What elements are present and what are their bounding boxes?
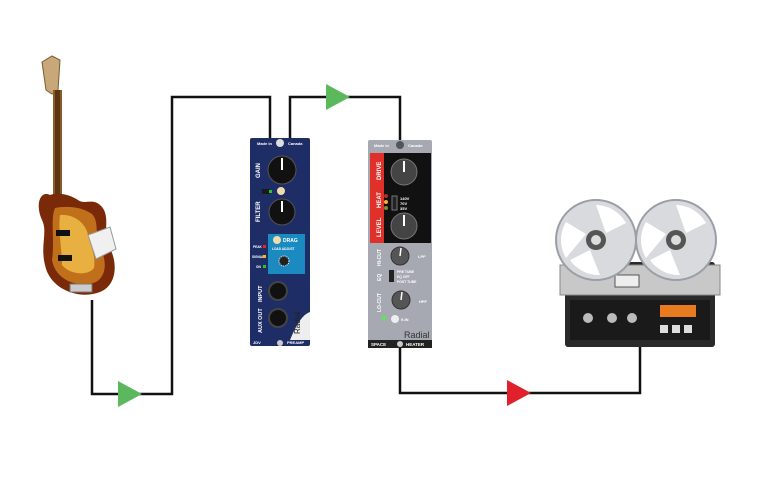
hpf-label: HPF	[419, 299, 428, 304]
red-arrow-icon	[507, 380, 531, 406]
radial-logo: Radial	[293, 311, 302, 334]
model-name-right: HEATER	[406, 342, 425, 347]
35v-label: 35V	[400, 206, 407, 211]
wire-bass-to-preamp	[90, 95, 272, 396]
model-name-right: PREAMP	[287, 340, 304, 345]
on-label: ON	[256, 265, 261, 269]
pre-tube-label: PRE TUBE	[397, 270, 415, 274]
load-adjust-label: LOAD ADJUST	[272, 247, 295, 251]
made-in-label: Made in	[374, 143, 389, 148]
green-arrow-icon	[118, 381, 142, 407]
heat-label: HEAT	[377, 192, 383, 208]
filter-label: FILTER	[256, 201, 262, 222]
70v-label: 70V	[400, 201, 407, 206]
load-adjust-knob[interactable]	[278, 255, 290, 267]
140v-label: 140V	[400, 196, 410, 201]
signal-label: SIGNAL	[252, 255, 264, 259]
in-button[interactable]	[391, 315, 399, 323]
drag-label: DRAG	[283, 238, 298, 244]
canada-label: Canada	[408, 143, 423, 148]
eq-switch[interactable]	[389, 270, 394, 282]
bass-guitar-icon	[38, 55, 117, 295]
reel-to-reel-tape-machine-icon	[555, 199, 721, 347]
hi-cut-label: HI-CUT	[377, 249, 383, 266]
hi-cut-knob[interactable]	[390, 246, 410, 266]
wire-heater-to-tape	[398, 345, 642, 395]
green-arrow-icon	[326, 84, 350, 110]
drag-button[interactable]	[273, 236, 281, 244]
wire-preamp-to-heater	[288, 95, 402, 142]
left-reel	[555, 199, 637, 281]
jdv-preamp-module: Made in Canada GAIN FILTER DRAG LOAD ADJ…	[250, 138, 310, 346]
lpf-label: LPF	[418, 254, 426, 259]
space-heater-module: Made in Canada DRIVE HEAT LEVEL 140V 70V…	[368, 140, 432, 348]
post-tube-label: POST TUBE	[397, 280, 417, 284]
aux-out-label: AUX OUT	[258, 308, 264, 333]
in-label: 9-IN	[401, 317, 409, 322]
input-jack[interactable]	[268, 281, 288, 301]
level-label: LEVEL	[377, 217, 383, 237]
model-name-left: JDV	[253, 340, 261, 345]
canada-label: Canada	[288, 141, 303, 146]
made-in-label: Made in	[257, 141, 272, 146]
radial-logo: Radial	[404, 330, 430, 340]
right-reel	[635, 199, 717, 281]
lo-cut-label: LO-CUT	[377, 293, 383, 312]
input-label: INPUT	[258, 285, 264, 302]
drive-label: DRIVE	[377, 162, 383, 180]
heat-switch[interactable]	[391, 195, 398, 211]
eq-label: EQ	[377, 274, 383, 281]
peak-label: PEAK	[253, 245, 263, 249]
filter-button[interactable]	[277, 187, 285, 195]
eq-off-label: EQ OFF	[397, 275, 410, 279]
gain-label: GAIN	[256, 163, 262, 178]
aux-out-jack[interactable]	[268, 308, 288, 328]
model-name-left: SPACE	[371, 342, 386, 347]
